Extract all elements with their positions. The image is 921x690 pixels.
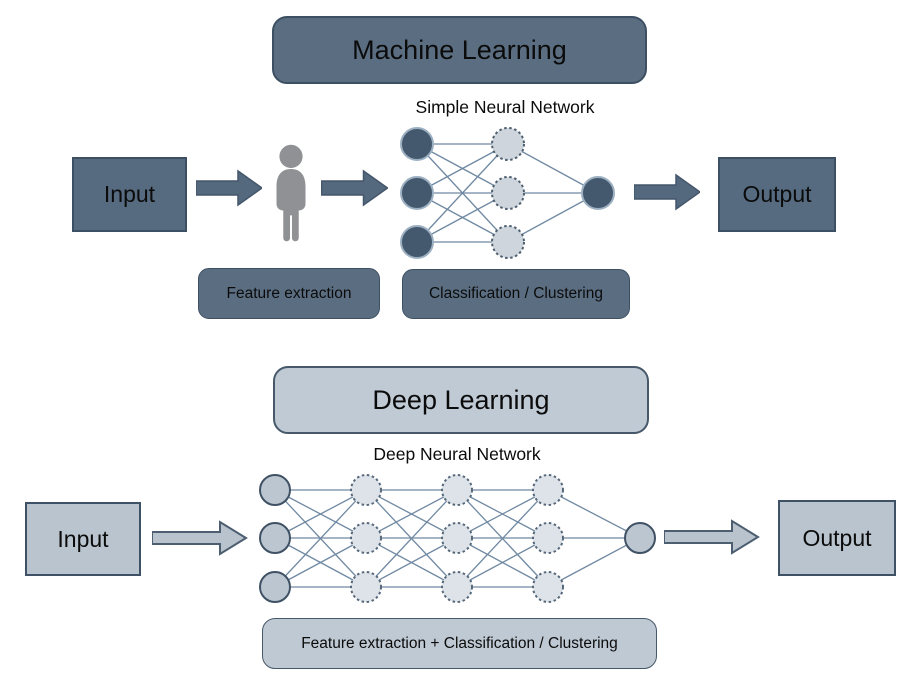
dl-input-box: Input [25,502,141,576]
network-node-dotted [441,522,473,554]
network-node-dotted [491,176,525,210]
network-node-dotted [532,474,564,506]
arrow-right-icon [152,520,248,556]
arrow-right-icon [664,519,760,555]
ml-input-label: Input [103,181,156,207]
network-node-solid [259,522,291,554]
network-node-solid [400,225,434,259]
ml-output-box: Output [718,157,836,232]
simple-network-title: Simple Neural Network [415,97,595,117]
network-node-dotted [350,522,382,554]
arrow-right-icon [196,169,262,207]
network-node-dotted [441,474,473,506]
arrow-right-icon [634,173,700,211]
network-node-dotted [350,571,382,603]
network-node-solid [259,474,291,506]
network-node-solid [259,571,291,603]
dl-output-box: Output [778,500,896,576]
dl-input-label: Input [57,525,109,552]
network-node-dotted [532,522,564,554]
arrow-right-icon [321,169,388,207]
deep-learning-title: Deep Learning [372,384,550,415]
network-node-dotted [491,127,525,161]
network-node-solid [581,176,615,210]
simple-neural-network [400,127,615,259]
person-icon [276,144,306,242]
deep-neural-network [259,474,656,603]
deep-learning-title-pill: Deep Learning [273,366,649,434]
network-node-solid [624,522,656,554]
ml-input-box: Input [72,157,187,232]
deep-network-title: Deep Neural Network [373,444,541,464]
dl-output-label: Output [802,524,872,551]
network-node-dotted [491,225,525,259]
network-node-solid [400,176,434,210]
machine-learning-title-pill: Machine Learning [272,16,647,84]
combined-process-label: Feature extraction + Classification / Cl… [301,634,618,652]
combined-process-chip: Feature extraction + Classification / Cl… [262,618,657,669]
machine-learning-title: Machine Learning [352,34,567,65]
network-node-dotted [532,571,564,603]
feature-extraction-label: Feature extraction [226,284,352,302]
network-node-dotted [350,474,382,506]
ml-output-label: Output [742,181,812,207]
network-node-solid [400,127,434,161]
network-node-dotted [441,571,473,603]
classification-chip: Classification / Clustering [402,269,630,319]
classification-label: Classification / Clustering [428,285,603,302]
feature-extraction-chip: Feature extraction [198,268,380,319]
